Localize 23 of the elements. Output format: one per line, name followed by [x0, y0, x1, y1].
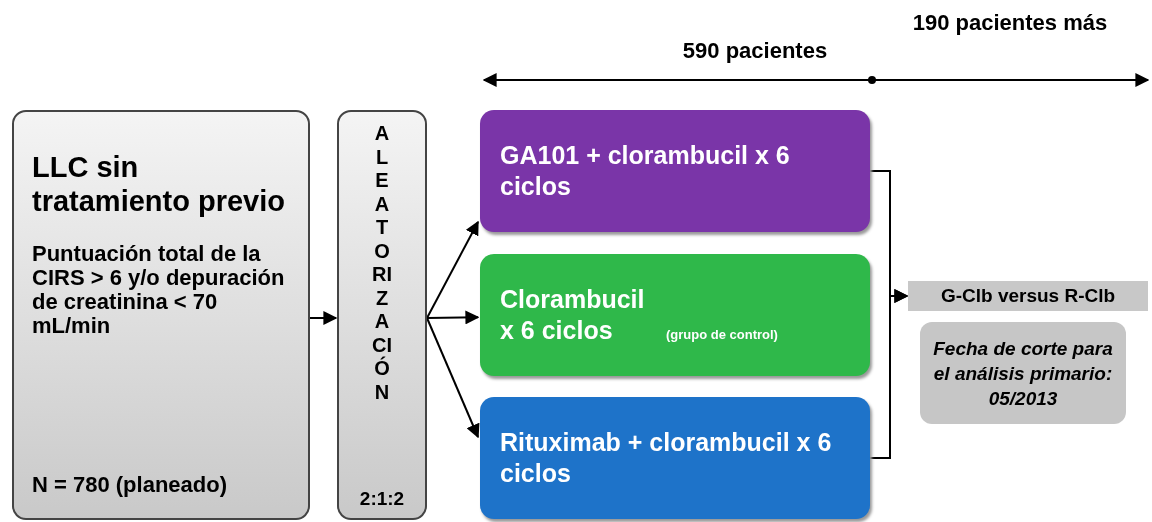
- criteria-text: Puntuación total de la CIRS > 6 y/o depuración de creatinina < 70 mL/min: [32, 242, 286, 338]
- arm-text: GA101 + clorambucil x 6 ciclos: [500, 140, 791, 202]
- arrow: [426, 310, 480, 325]
- arrow: [426, 317, 480, 439]
- dimension-label: 590 pacientes: [681, 37, 829, 65]
- arm-text: Rituximab + clorambucil x 6 ciclos: [500, 427, 833, 489]
- treatment-arm-box: [480, 110, 870, 232]
- process-box: [12, 110, 310, 520]
- arrow: [869, 289, 909, 459]
- arrow: [309, 311, 338, 325]
- dimension-label: 190 pacientes más: [911, 9, 1109, 37]
- box-heading: LLC sin tratamiento previo: [32, 150, 286, 218]
- treatment-arm-box: [480, 397, 870, 519]
- arm-note: (grupo de control): [666, 327, 778, 342]
- process-box: [337, 110, 427, 520]
- sample-size-text: N = 780 (planeado): [32, 472, 228, 498]
- note-box: Fecha de corte para el análisis primario: 05/2013: [920, 322, 1126, 424]
- comparison-label: G-Clb versus R-Clb: [908, 281, 1148, 311]
- arm-text: Clorambucil x 6 ciclos: [500, 284, 646, 346]
- ratio-text: 2:1:2: [359, 488, 405, 510]
- vertical-label: ALEATORIZACIÓN: [372, 122, 392, 404]
- treatment-arm-box: [480, 254, 870, 376]
- arrow: [426, 220, 479, 319]
